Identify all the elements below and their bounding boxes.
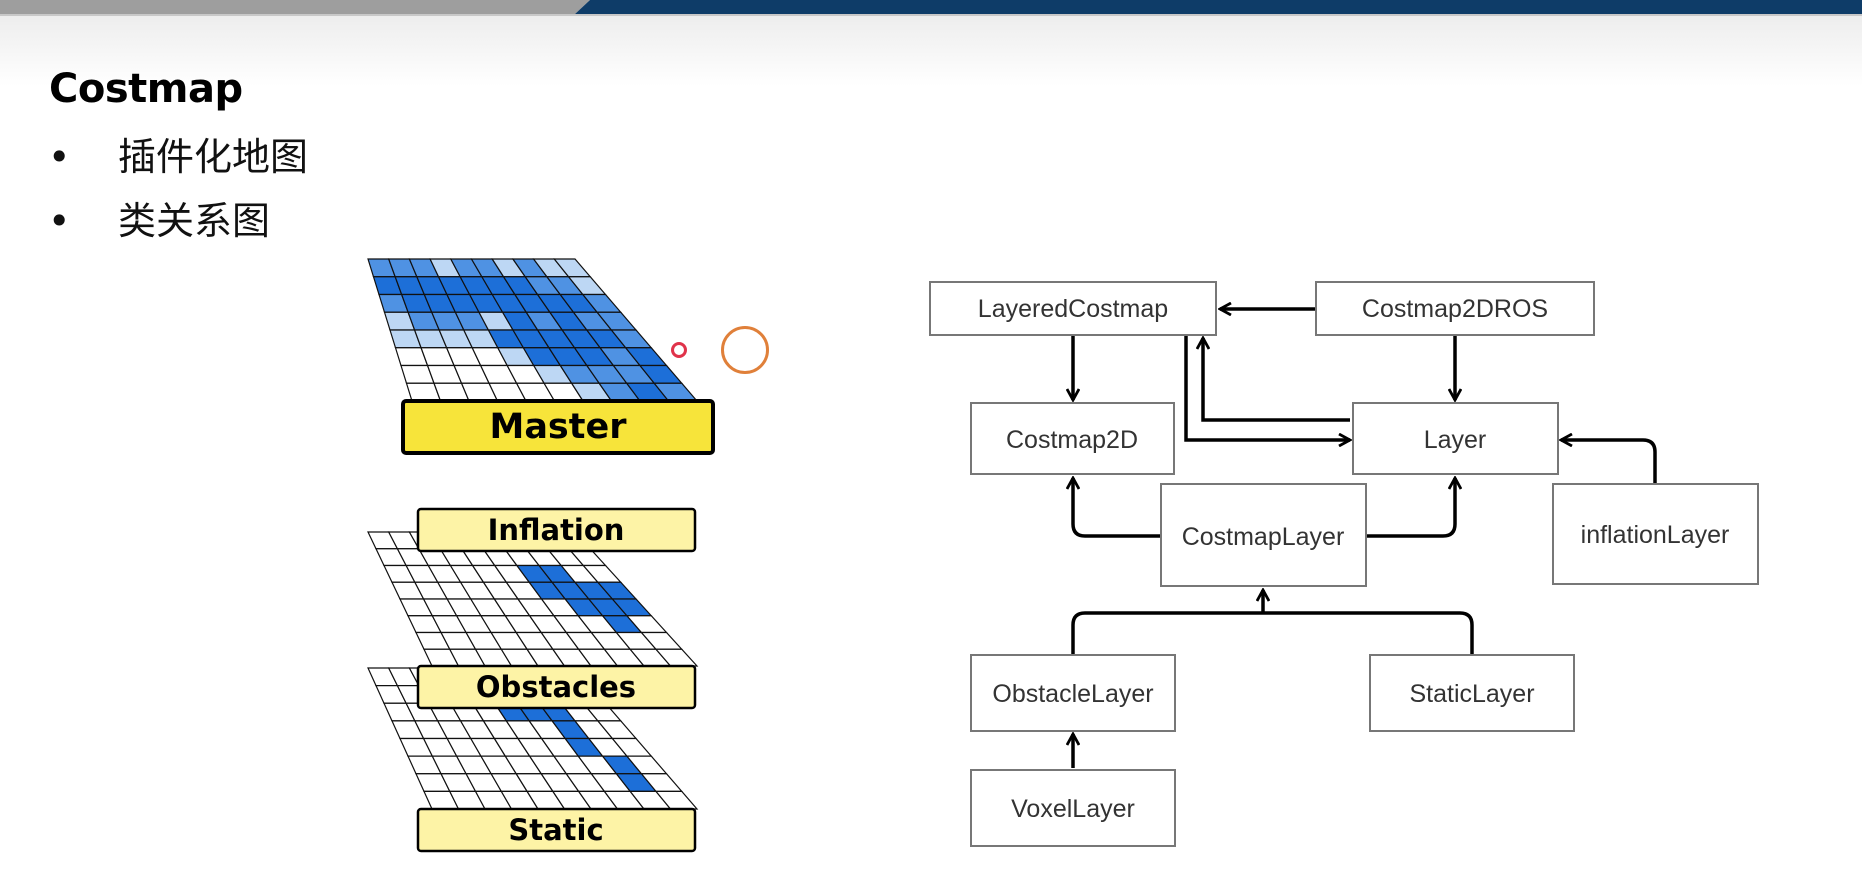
box-label: VoxelLayer xyxy=(1011,795,1135,823)
grid-cell xyxy=(654,648,699,667)
pointer-dot-icon xyxy=(671,342,687,358)
box-inflation-layer: inflationLayer xyxy=(1552,483,1759,585)
slide-title: Costmap xyxy=(49,66,243,112)
bullet-item-plugin-map: • 插件化地图 xyxy=(48,126,308,181)
grid-cell xyxy=(654,790,699,810)
inflation-label: Inflation xyxy=(416,507,697,553)
box-label: inflationLayer xyxy=(1581,521,1730,549)
box-obstacle-layer: ObstacleLayer xyxy=(970,654,1176,732)
bullet-text: 插件化地图 xyxy=(118,135,309,179)
master-label: Master xyxy=(401,399,715,455)
static-label: Static xyxy=(416,807,697,853)
bullet-item-class-diagram: • 类关系图 xyxy=(48,190,270,245)
box-layered-costmap: LayeredCostmap xyxy=(929,281,1217,336)
box-label: CostmapLayer xyxy=(1182,523,1345,551)
obstacles-label: Obstacles xyxy=(416,664,697,710)
box-costmap2d: Costmap2D xyxy=(970,402,1175,475)
box-static-layer: StaticLayer xyxy=(1369,654,1575,732)
box-label: Layer xyxy=(1424,426,1487,454)
box-voxel-layer: VoxelLayer xyxy=(970,769,1176,847)
box-label: Costmap2DROS xyxy=(1362,295,1548,323)
diagram-connectors xyxy=(1073,309,1657,768)
header-gradient xyxy=(0,16,1862,86)
box-label: StaticLayer xyxy=(1409,680,1534,708)
bullet-dot-icon: • xyxy=(48,135,71,179)
bullet-text: 类关系图 xyxy=(118,199,271,243)
box-label: Costmap2D xyxy=(1006,426,1138,454)
pointer-ring-icon xyxy=(721,326,769,374)
inflation-label-text: Inflation xyxy=(488,513,625,547)
box-layer: Layer xyxy=(1352,402,1559,475)
master-layer-grid xyxy=(367,258,699,402)
box-label: LayeredCostmap xyxy=(978,295,1168,323)
static-label-text: Static xyxy=(508,813,603,847)
top-banner xyxy=(0,0,1862,16)
obstacles-label-text: Obstacles xyxy=(476,670,636,704)
box-costmap2d-ros: Costmap2DROS xyxy=(1315,281,1595,336)
bullet-dot-icon: • xyxy=(48,199,71,243)
master-label-text: Master xyxy=(489,407,627,447)
box-label: ObstacleLayer xyxy=(992,680,1153,708)
box-costmap-layer: CostmapLayer xyxy=(1160,483,1367,587)
